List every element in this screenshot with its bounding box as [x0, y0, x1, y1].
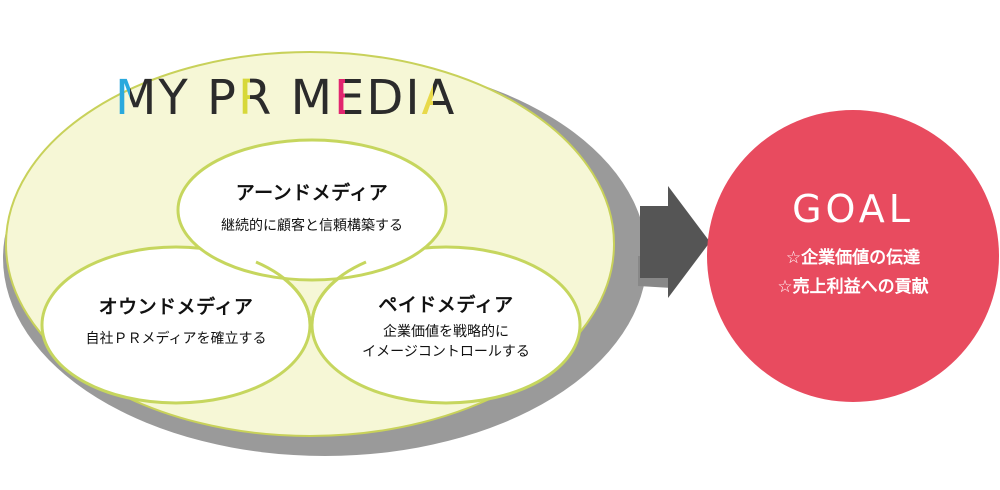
brand-letter: D [366, 70, 406, 126]
goal-item-2: ☆売上利益への貢献 [777, 277, 929, 297]
brand-letter [190, 72, 207, 124]
owned-media-title: オウンドメディア [98, 296, 254, 318]
paid-media-desc-line-2: イメージコントロールする [362, 344, 530, 360]
brand-letter [273, 72, 290, 124]
paid-media-title: ペイドメディア [378, 294, 514, 316]
goal-title: GOAL [792, 187, 914, 231]
brand-title: MY PR MEDIA [115, 72, 456, 124]
brand-letter: M [115, 70, 159, 126]
brand-letter: E [334, 70, 367, 126]
paid-media-desc-line-1: 企業価値を戦略的に [383, 324, 509, 340]
goal-circle [707, 110, 999, 402]
brand-letter: Y [158, 70, 190, 126]
brand-letter: I [405, 70, 422, 126]
brand-letter: A [421, 70, 457, 126]
owned-media-desc: 自社ＰＲメディアを確立する [85, 331, 267, 347]
earned-media-desc: 継続的に顧客と信頼構築する [221, 218, 403, 234]
owned-circle-overlap-arc [255, 260, 312, 326]
earned-media-circle [176, 138, 448, 282]
brand-letter: P [207, 70, 238, 126]
arrow-right-icon [638, 186, 710, 298]
earned-media-title: アーンドメディア [235, 182, 389, 204]
brand-letter: R [237, 70, 274, 126]
brand-letter: M [290, 70, 335, 126]
paid-circle-overlap-arc [310, 260, 367, 326]
goal-item-1: ☆企業価値の伝達 [785, 248, 921, 268]
